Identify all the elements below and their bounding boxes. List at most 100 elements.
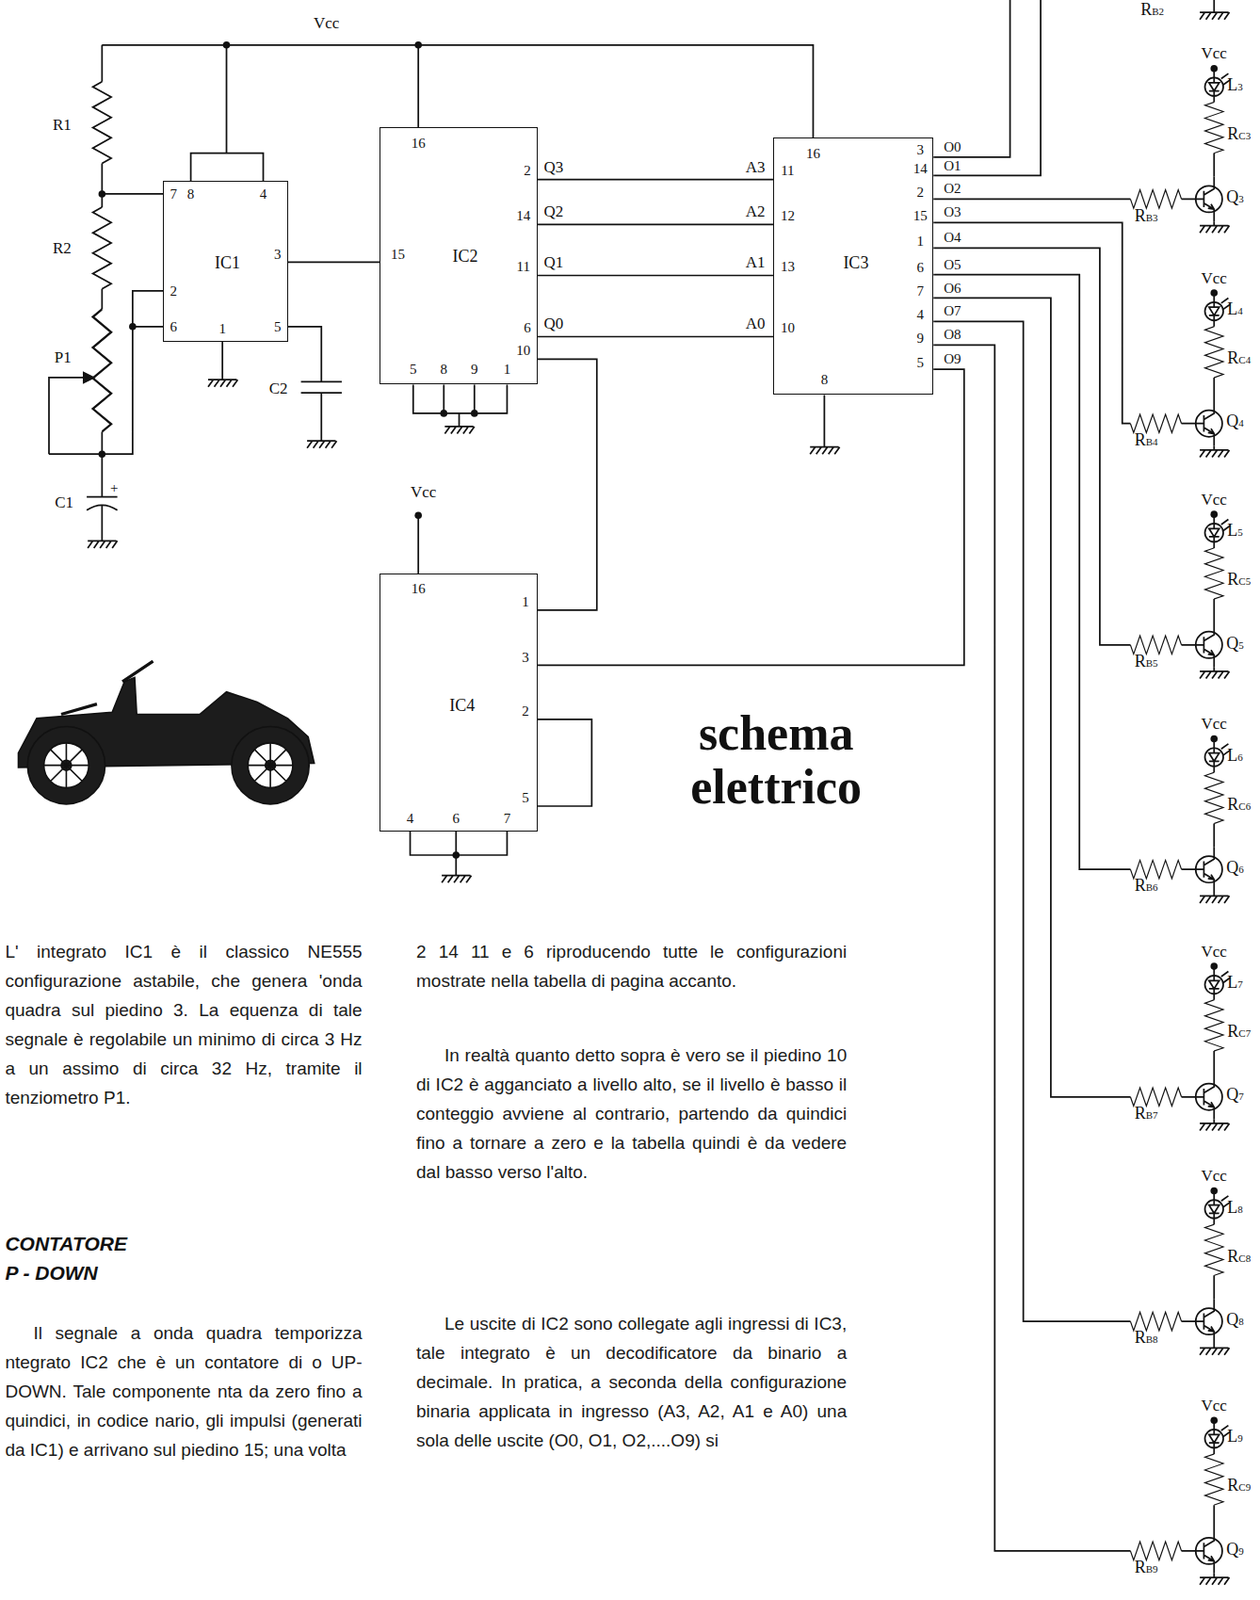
wire-connector (537, 178, 774, 181)
output-wire (933, 0, 1131, 1551)
ground-symbol (208, 379, 238, 388)
transistor-symbol (1195, 177, 1223, 223)
resistor-symbol (1130, 1311, 1181, 1331)
junction-dot (98, 41, 479, 859)
pin-number: 15 (390, 246, 405, 261)
resistor-symbol (1130, 635, 1181, 655)
chip-label: IC2 (452, 247, 478, 265)
component-label: Q8 (1226, 1310, 1244, 1328)
signal-label: Q3 (543, 158, 564, 175)
resistor-symbol (93, 81, 113, 164)
pin-number: O5 (943, 257, 961, 272)
component-label: RB7 (1134, 1104, 1159, 1122)
led-symbol (1204, 1429, 1224, 1449)
signal-label: Vcc (1201, 715, 1228, 732)
ground-symbol (444, 426, 474, 435)
wire-connector (537, 223, 774, 226)
pin-number: 9 (916, 330, 924, 345)
pin-number: O8 (943, 327, 961, 342)
signal-label: Q0 (543, 315, 564, 332)
component-label: RC3 (1227, 125, 1251, 143)
component-label: RC4 (1227, 349, 1251, 367)
wire-connector (288, 261, 381, 264)
pin-number: O6 (943, 280, 961, 295)
led-symbol (1204, 975, 1224, 995)
resistor-symbol (1204, 1453, 1224, 1505)
signal-label: Vcc (1201, 942, 1228, 959)
signal-label: Q1 (543, 254, 564, 271)
signal-label: C1 (54, 494, 74, 511)
signal-label: A2 (745, 203, 766, 220)
component-label: RB3 (1134, 207, 1159, 225)
pin-number: 14 (913, 161, 928, 176)
wire-connector (537, 358, 598, 611)
component-label: RB5 (1134, 652, 1159, 670)
pin-number: 11 (516, 258, 531, 274)
vcc-bus (101, 45, 813, 181)
wire-connector (537, 369, 965, 665)
component-label: RC8 (1227, 1247, 1251, 1265)
transistor-symbol (1195, 622, 1223, 668)
signal-label: Vcc (313, 14, 340, 31)
ground-symbol (1199, 671, 1229, 679)
signal-label: Vcc (1201, 1167, 1228, 1184)
pin-number: O2 (943, 181, 961, 196)
component-label: RB9 (1134, 1558, 1159, 1576)
pin-number: 6 (523, 320, 532, 335)
driver-stages (1130, 64, 1230, 1585)
component-label: L3 (1227, 76, 1244, 94)
section-heading: CONTATORE P - DOWN (4, 1228, 142, 1288)
pin-number: 9 (470, 362, 479, 377)
pin-number: 3 (521, 649, 530, 664)
signal-label: Vcc (1201, 45, 1228, 62)
resistor-symbol (1204, 772, 1224, 824)
pin-number: 11 (780, 162, 794, 178)
pin-number: 5 (521, 791, 530, 806)
pin-number: 7 (169, 186, 178, 201)
body-paragraph: 2 14 11 e 6 riproducendo tutte le config… (416, 936, 847, 996)
pin-number: 1 (521, 595, 530, 610)
wire (48, 0, 1214, 876)
ground-symbol (1199, 1577, 1229, 1585)
component-label: Q3 (1226, 188, 1244, 206)
ic-chip: IC4 (379, 573, 538, 832)
signal-label: A0 (745, 315, 766, 332)
ground-symbol (306, 440, 337, 449)
chip-label: IC3 (842, 254, 869, 272)
resistor-symbol (1204, 548, 1224, 599)
body-paragraph: L' integrato IC1 è il classico NE555 con… (4, 936, 362, 1113)
pin-number: O0 (943, 140, 961, 155)
pin-number: 16 (806, 145, 821, 161)
component-label: L7 (1227, 973, 1244, 991)
led-symbol (1204, 1199, 1224, 1219)
signal-label: A3 (745, 158, 766, 175)
pin-number: 8 (821, 372, 829, 388)
pin-number: O4 (943, 230, 961, 245)
ground-symbol (441, 875, 471, 884)
ground-symbol (1199, 226, 1229, 234)
signal-label: Vcc (410, 484, 437, 501)
signal-label: R1 (52, 116, 72, 133)
resistor-symbol (1204, 1000, 1224, 1051)
signal-label: C2 (269, 379, 289, 396)
pin-number: 1 (218, 321, 227, 336)
pin-number: 4 (916, 306, 924, 322)
component-label: L8 (1227, 1198, 1244, 1216)
resistor-symbol (1130, 190, 1181, 210)
ground-symbol (809, 447, 840, 455)
component-label: Q6 (1226, 858, 1244, 876)
pin-number: 1 (503, 362, 512, 377)
diagram-title: schema elettrico (662, 706, 889, 814)
transistor-symbol (1195, 1298, 1223, 1344)
pin-number: 6 (452, 810, 461, 825)
pin-number: 5 (409, 362, 418, 377)
ground-symbol (1199, 450, 1229, 458)
pin-number: 2 (523, 162, 532, 178)
pin-number: + (110, 480, 118, 495)
pin-number: 16 (411, 135, 426, 150)
pin-number: 15 (913, 208, 928, 223)
led-symbol (1204, 523, 1224, 543)
pin-number: 4 (259, 186, 268, 201)
pin-number: 14 (516, 208, 531, 223)
